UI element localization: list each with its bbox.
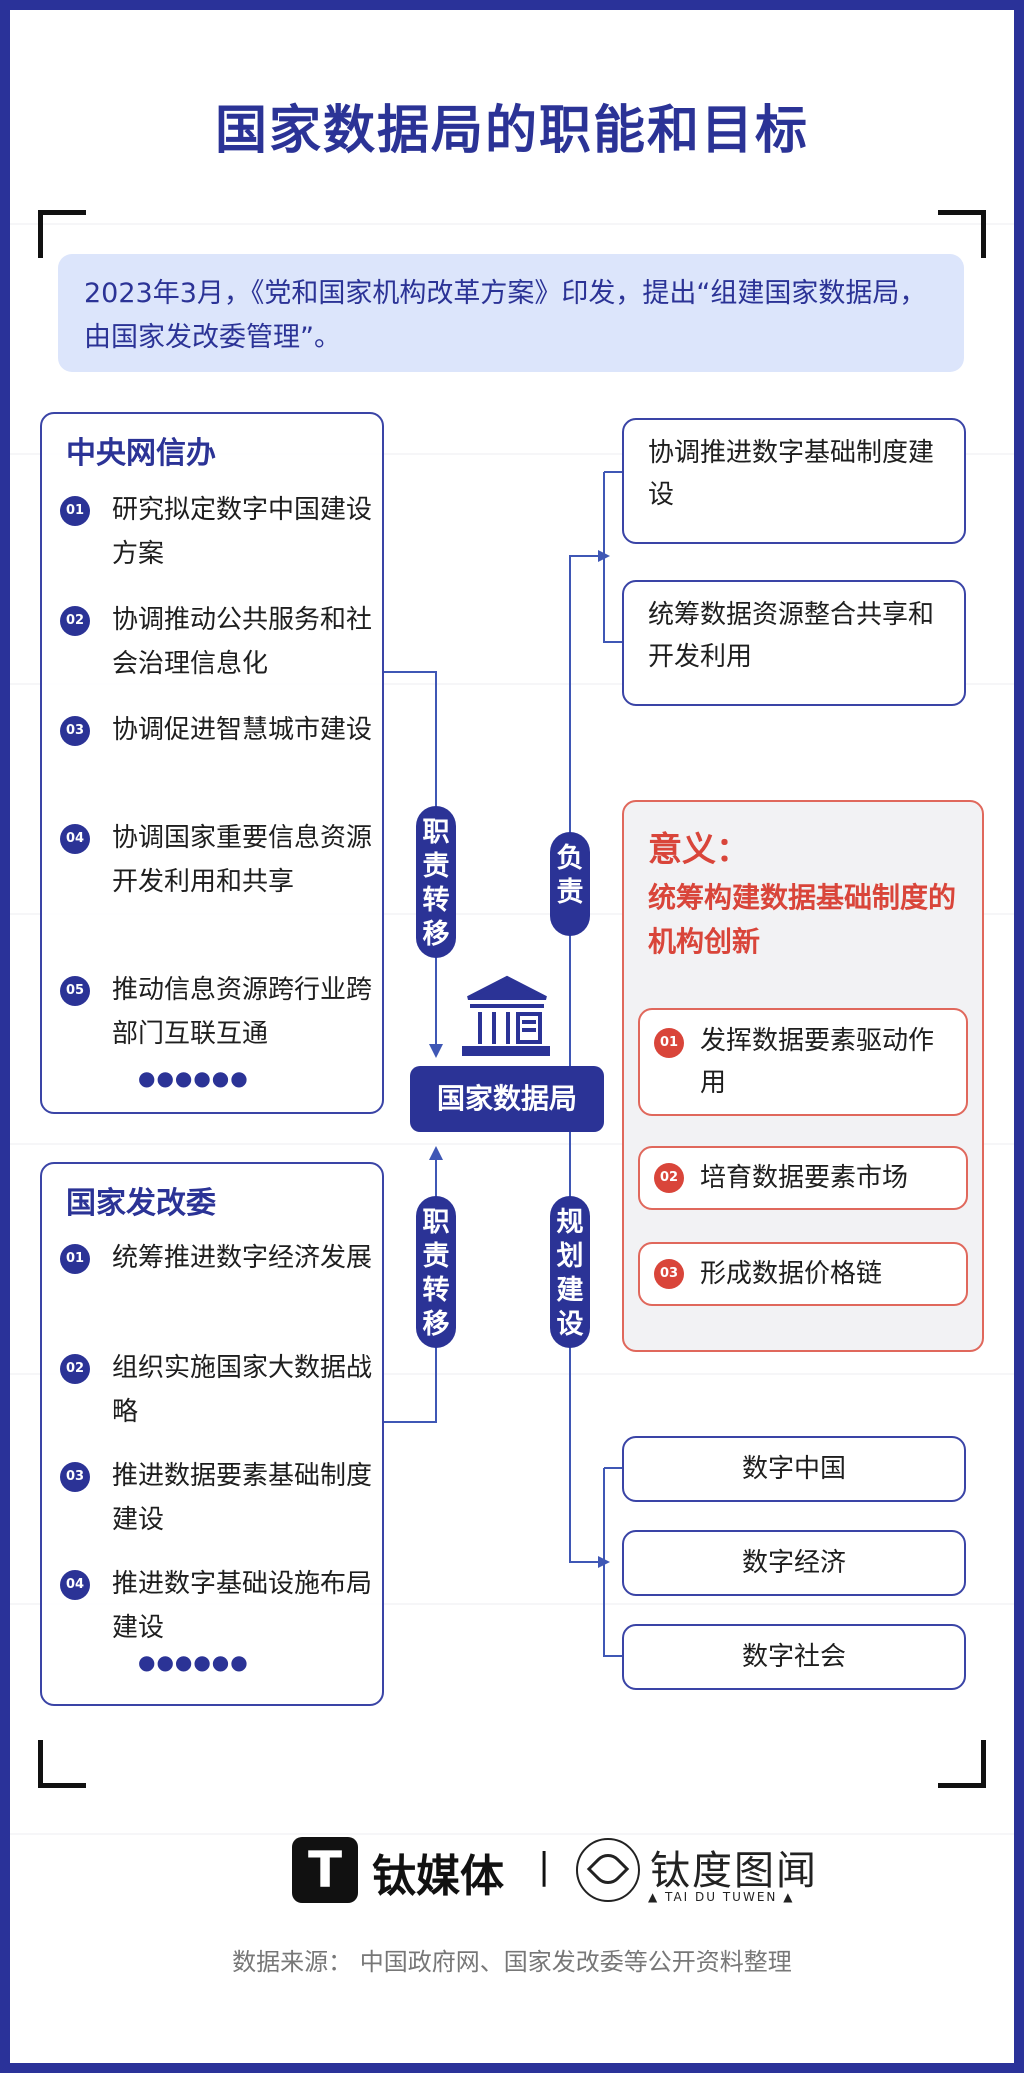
corner-bracket-top-right xyxy=(938,210,986,258)
responsibility-box-1: 协调推进数字基础制度建设 xyxy=(622,418,966,544)
arrow-right-icon-2 xyxy=(598,1556,610,1568)
ellipsis-dots: ●●●●●● xyxy=(138,1066,249,1090)
arrow-up-icon xyxy=(429,1146,443,1160)
significance-item: 01 发挥数据要素驱动作用 xyxy=(638,1008,968,1116)
corner-bracket-bottom-left xyxy=(38,1740,86,1788)
taidu-logo-text: 钛度图闻 xyxy=(650,1848,818,1894)
arrow-down-icon xyxy=(429,1044,443,1058)
panel-cac-title: 中央网信办 xyxy=(66,436,216,471)
planning-box-digital-economy: 数字经济 xyxy=(622,1530,966,1596)
significance-item: 02 培育数据要素市场 xyxy=(638,1146,968,1210)
data-source: 数据来源： 中国政府网、国家发改委等公开资料整理 xyxy=(232,1948,792,1976)
panel-ndrc: 国家发改委 01 统筹推进数字经济发展 02 组织实施国家大数据战略 03 推进… xyxy=(40,1162,384,1706)
tmtpost-logo-icon: T xyxy=(292,1837,358,1903)
page-title: 国家数据局的职能和目标 xyxy=(214,101,809,161)
national-data-bureau-box: 国家数据局 xyxy=(410,1066,604,1132)
taidu-logo-subtext: ▲ TAI DU TUWEN ▲ xyxy=(648,1890,795,1904)
ellipsis-dots: ●●●●●● xyxy=(138,1650,249,1674)
building-icon xyxy=(462,975,550,1056)
pill-transfer-top: 职责转移 xyxy=(416,806,456,958)
corner-bracket-bottom-right xyxy=(938,1740,986,1788)
tmtpost-logo-text: 钛媒体 xyxy=(372,1851,504,1902)
connector-responsible xyxy=(569,555,600,1066)
logo-separator: | xyxy=(538,1846,551,1887)
planning-box-digital-society: 数字社会 xyxy=(622,1624,966,1690)
significance-subheading: 统筹构建数据基础制度的机构创新 xyxy=(648,881,957,958)
taidu-logo-icon xyxy=(576,1838,640,1902)
pill-transfer-bottom: 职责转移 xyxy=(416,1196,456,1348)
pill-responsible: 负责 xyxy=(550,832,590,936)
arrow-right-icon xyxy=(598,550,610,562)
pill-planning: 规划建设 xyxy=(550,1196,590,1348)
significance-heading: 意义： xyxy=(648,830,750,870)
significance-panel: 意义： 统筹构建数据基础制度的机构创新 01 发挥数据要素驱动作用 02 培育数… xyxy=(622,800,984,1352)
intro-text: 2023年3月，《党和国家机构改革方案》印发，提出“组建国家数据局，由国家发改委… xyxy=(58,254,964,372)
panel-cac: 中央网信办 01 研究拟定数字中国建设方案 02 协调推动公共服务和社会治理信息… xyxy=(40,412,384,1114)
panel-ndrc-title: 国家发改委 xyxy=(66,1186,216,1221)
responsibility-box-2: 统筹数据资源整合共享和开发利用 xyxy=(622,580,966,706)
planning-box-digital-china: 数字中国 xyxy=(622,1436,966,1502)
significance-item: 03 形成数据价格链 xyxy=(638,1242,968,1306)
corner-bracket-top-left xyxy=(38,210,86,258)
